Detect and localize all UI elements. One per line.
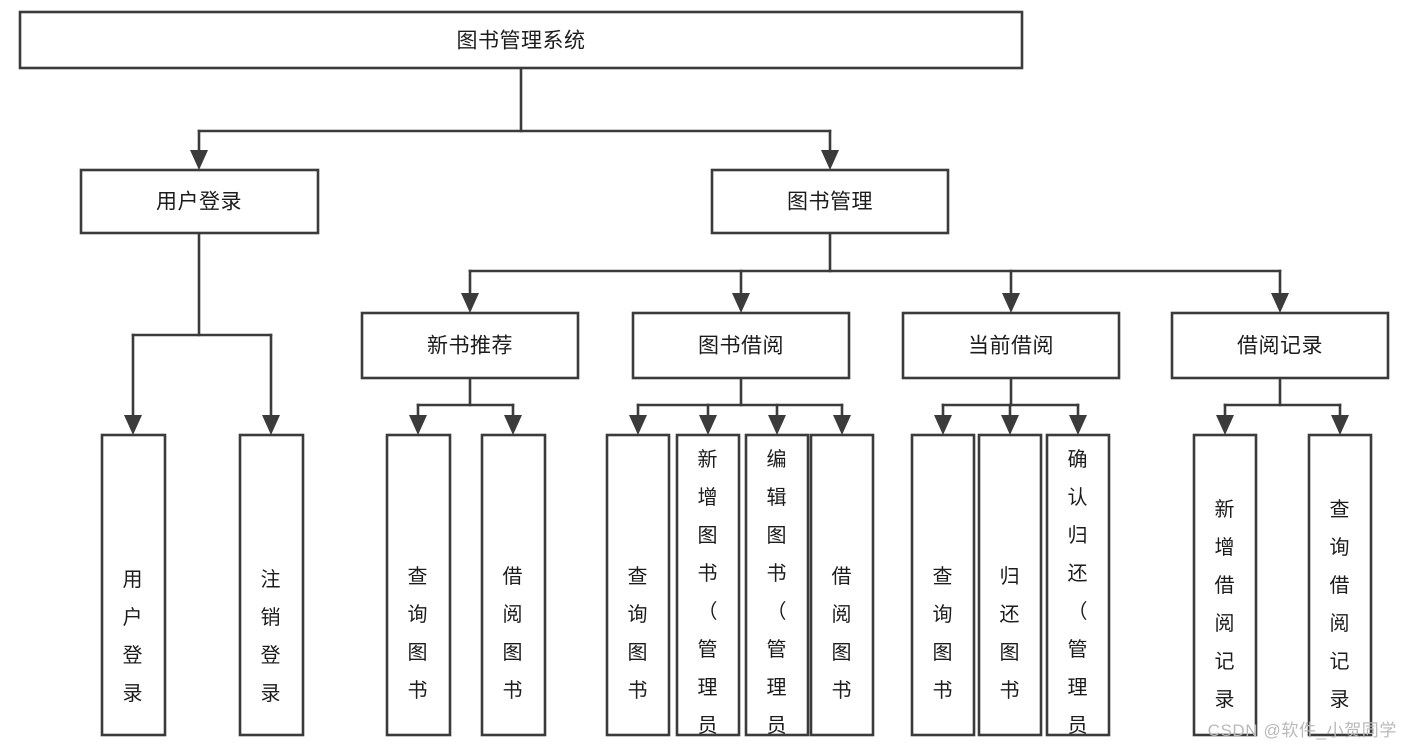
leaf-current-2-label: 归还图书 [1000,565,1021,702]
leaf-record-2[interactable]: 查询借阅记录 [1307,433,1373,737]
node-book-manage-box[interactable] [710,168,950,235]
leaf-borrow-1-box[interactable] [605,433,671,737]
node-user-login-box[interactable] [79,168,320,235]
node-user-login-label: 用户登录 [156,191,242,214]
leaf-borrow-2-box[interactable] [675,433,741,737]
leaf-borrow-4[interactable]: 借阅图书 [809,433,875,737]
node-current-borrow-box[interactable] [901,311,1121,380]
leaf-user-login-1-label: 用户登录 [123,569,144,705]
leaf-current-1-box[interactable] [910,433,976,737]
leaf-current-3-box[interactable] [1045,433,1111,737]
leaf-current-3-label: 确认归还（管理员） [1068,448,1089,747]
leaf-recommend-2[interactable]: 借阅图书 [480,433,547,737]
arrow-record-leaf-1-icon [1216,415,1234,435]
arrow-borrow-leaf-3-icon [768,415,786,435]
leaf-recommend-2-label: 借阅图书 [503,565,524,702]
node-user-login[interactable]: 用户登录 [79,168,320,235]
arrow-level3-4-icon [1271,293,1289,313]
leaf-record-1[interactable]: 新增借阅记录 [1192,433,1258,737]
node-borrow-record-label: 借阅记录 [1237,335,1323,358]
node-book-borrow[interactable]: 图书借阅 [631,311,851,380]
node-book-borrow-box[interactable] [631,311,851,380]
node-root-box[interactable] [18,10,1024,70]
arrow-borrow-leaf-4-icon [833,415,851,435]
node-new-book-recommend-label: 新书推荐 [427,335,513,358]
node-current-borrow-label: 当前借阅 [968,335,1054,358]
arrow-current-leaf-3-icon [1069,415,1087,435]
leaf-record-2-box[interactable] [1307,433,1373,737]
leaf-current-3[interactable]: 确认归还（管理员） [1045,433,1111,747]
arrow-borrow-leaf-2-icon [699,415,717,435]
node-new-book-recommend-box[interactable] [360,311,580,380]
leaf-user-login-1-box[interactable] [100,433,167,737]
leaf-borrow-4-box[interactable] [809,433,875,737]
leaf-borrow-2-label: 新增图书（管理员） [698,448,719,747]
arrow-to-user-login-icon [190,150,208,170]
node-book-manage[interactable]: 图书管理 [710,168,950,235]
leaf-current-1-label: 查询图书 [933,565,954,702]
leaf-current-2-box[interactable] [977,433,1043,737]
arrow-record-leaf-2-icon [1331,415,1349,435]
arrow-user-login-leaf-2-icon [262,415,280,435]
leaf-recommend-1-box[interactable] [385,433,452,737]
arrow-current-leaf-1-icon [934,415,952,435]
leaf-borrow-4-label: 借阅图书 [832,565,853,702]
leaf-recommend-1[interactable]: 查询图书 [385,433,452,737]
leaf-recommend-2-box[interactable] [480,433,547,737]
leaf-borrow-1-label: 查询图书 [628,565,649,702]
node-new-book-recommend[interactable]: 新书推荐 [360,311,580,380]
arrow-to-book-manage-icon [821,150,839,170]
arrow-user-login-leaf-1-icon [124,415,142,435]
leaf-current-1[interactable]: 查询图书 [910,433,976,737]
leaf-borrow-3-label: 编辑图书（管理员） [767,448,788,747]
leaf-user-login-2-label: 注销登录 [261,568,282,705]
arrow-level3-3-icon [1002,293,1020,313]
leaf-borrow-1[interactable]: 查询图书 [605,433,671,737]
leaf-user-login-1[interactable]: 用户登录 [100,433,167,737]
leaf-recommend-1-label: 查询图书 [408,565,429,702]
node-book-borrow-label: 图书借阅 [698,335,784,358]
arrow-current-leaf-2-icon [1001,415,1019,435]
leaf-borrow-3-box[interactable] [744,433,810,737]
node-borrow-record[interactable]: 借阅记录 [1170,311,1390,380]
leaf-user-login-2-box[interactable] [238,433,305,737]
leaf-borrow-3[interactable]: 编辑图书（管理员） [744,433,810,747]
arrow-level3-1-icon [461,293,479,313]
arrow-borrow-leaf-1-icon [629,415,647,435]
leaf-borrow-2[interactable]: 新增图书（管理员） [675,433,741,747]
node-borrow-record-box[interactable] [1170,311,1390,380]
node-current-borrow[interactable]: 当前借阅 [901,311,1121,380]
arrow-recommend-leaf-2-icon [504,415,522,435]
leaf-record-2-label: 查询借阅记录 [1330,498,1351,711]
arrow-level3-2-icon [732,293,750,313]
leaf-record-1-label: 新增借阅记录 [1215,498,1236,711]
connector-layer [124,66,1349,435]
node-book-manage-label: 图书管理 [787,191,873,214]
node-root-label: 图书管理系统 [457,30,586,53]
node-root[interactable]: 图书管理系统 [18,10,1024,70]
leaf-record-1-box[interactable] [1192,433,1258,737]
leaf-user-login-2[interactable]: 注销登录 [238,433,305,737]
leaf-current-2[interactable]: 归还图书 [977,433,1043,737]
arrow-recommend-leaf-1-icon [409,415,427,435]
